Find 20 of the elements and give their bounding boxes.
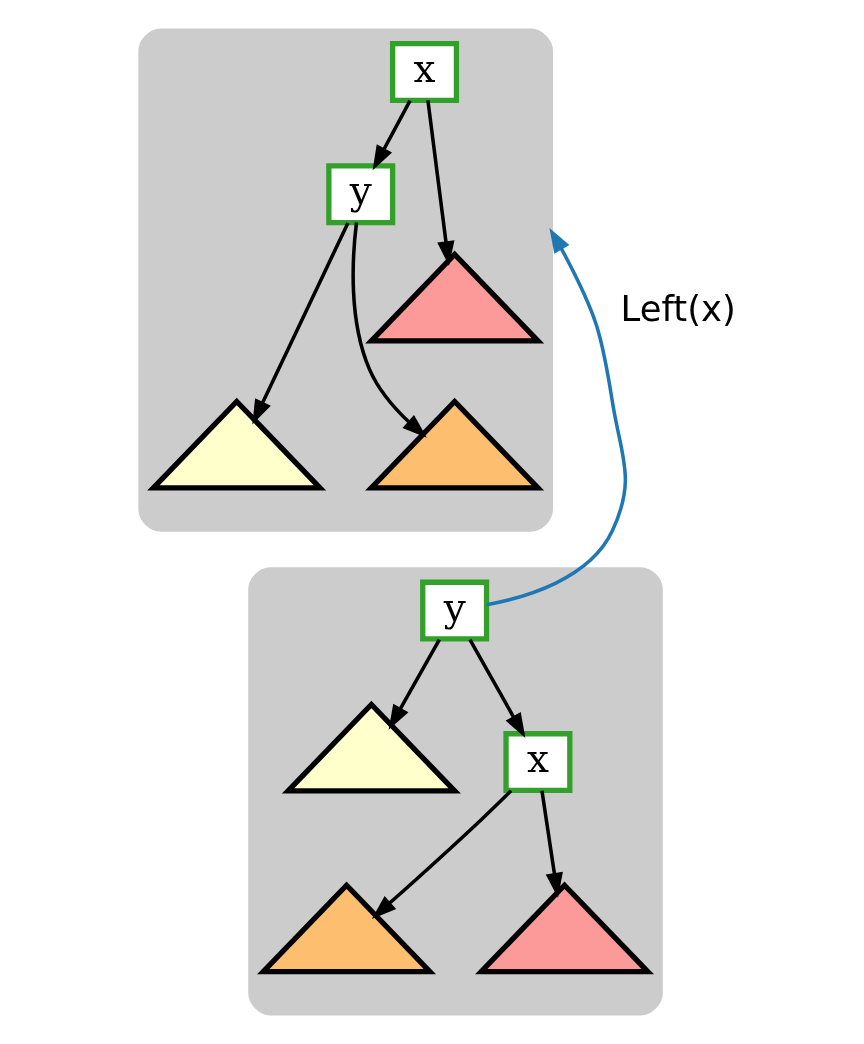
arrow bbox=[539, 790, 563, 898]
node-triangle bbox=[364, 250, 544, 344]
cluster bbox=[247, 567, 663, 1016]
arrow bbox=[425, 100, 454, 266]
arrow bbox=[371, 789, 512, 919]
node-triangle bbox=[364, 397, 544, 491]
arrow bbox=[372, 99, 412, 171]
arrow bbox=[251, 222, 350, 425]
arrow bbox=[350, 222, 427, 438]
cluster bbox=[137, 28, 553, 532]
node-box: y bbox=[325, 163, 395, 226]
edge-label: Left(x) bbox=[620, 287, 736, 329]
arrow bbox=[467, 638, 525, 738]
node-box: y bbox=[419, 579, 489, 642]
node-triangle bbox=[474, 881, 654, 975]
arrow bbox=[388, 638, 441, 730]
node-box: x bbox=[502, 731, 572, 794]
node-triangle bbox=[256, 881, 436, 975]
node-box: x bbox=[389, 40, 459, 103]
arrow bbox=[485, 227, 627, 607]
